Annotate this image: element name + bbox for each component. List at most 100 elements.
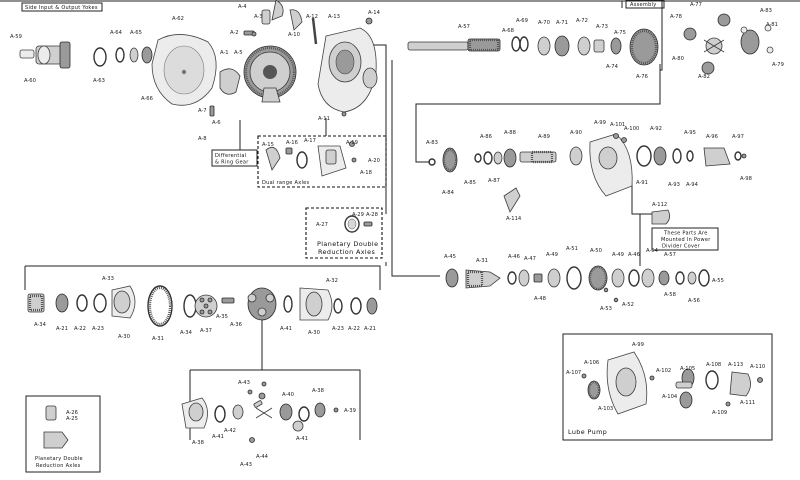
part-label: A-4 <box>238 4 247 10</box>
part-label: A-22 <box>348 326 360 332</box>
part-label: A-25 <box>66 416 78 422</box>
part-label: A-48 <box>534 296 546 302</box>
part-label: A-104 <box>662 394 678 400</box>
part-label: A-109 <box>712 410 727 416</box>
part-label: A-58 <box>664 292 676 298</box>
part-label: A-86 <box>480 134 492 140</box>
part-label: A-50 <box>590 248 602 254</box>
part-label: A-83 <box>760 8 772 14</box>
caption-boxes: Side Input & Output Yokes Assembly Diffe… <box>21 0 773 473</box>
part-label: A-10 <box>288 32 300 38</box>
part-label: A-85 <box>464 180 476 186</box>
part-label: A-77 <box>690 2 702 8</box>
top-row-parts <box>19 0 774 117</box>
part-label: A-18 <box>360 170 372 176</box>
planetary-top-parts <box>344 215 373 233</box>
part-label: A-47 <box>524 256 536 262</box>
part-label: A-20 <box>368 158 380 164</box>
part-label: A-55 <box>712 278 724 284</box>
part-label: A-52 <box>622 302 634 308</box>
dual-range-caption: Dual range Axles <box>262 180 310 186</box>
part-label: A-30 <box>308 330 320 336</box>
dual-range-parts <box>265 141 357 177</box>
part-label: A-7 <box>198 108 207 114</box>
spider-gear-set <box>683 13 774 75</box>
part-label: A-43 <box>238 380 250 386</box>
part-label: A-6 <box>212 120 221 126</box>
part-label: A-43 <box>240 462 252 468</box>
part-label: A-17 <box>304 138 316 144</box>
part-label: A-15 <box>262 142 274 148</box>
part-label: A-99 <box>632 342 644 348</box>
part-label: A-65 <box>130 30 142 36</box>
part-label: A-84 <box>442 190 455 196</box>
part-label: A-36 <box>230 322 242 328</box>
part-label: A-90 <box>570 130 582 136</box>
part-label: A-23 <box>92 326 104 332</box>
part-label: A-76 <box>636 74 648 80</box>
planetary-row-parts <box>27 285 378 327</box>
part-label: A-39 <box>344 408 356 414</box>
part-label: A-44 <box>256 454 269 460</box>
part-label: A-22 <box>74 326 86 332</box>
assembly-caption: Assembly <box>630 2 657 8</box>
part-label: A-38 <box>192 440 204 446</box>
part-label: A-88 <box>504 130 516 136</box>
part-label: A-73 <box>596 24 608 30</box>
part-label: A-41 <box>212 434 224 440</box>
part-label: A-100 <box>624 126 639 132</box>
part-label: A-34 <box>180 330 193 336</box>
part-label: A-42 <box>224 428 236 434</box>
part-label: A-82 <box>698 74 710 80</box>
part-label: A-33 <box>102 276 114 282</box>
part-label: A-5 <box>234 50 243 56</box>
part-label: A-57 <box>458 24 470 30</box>
part-label: A-41 <box>296 436 308 442</box>
part-label: A-96 <box>706 134 718 140</box>
part-label: A-63 <box>93 78 105 84</box>
part-label: A-107 <box>566 370 581 376</box>
part-label: A-40 <box>282 392 294 398</box>
part-label: A-26 <box>66 410 78 416</box>
part-label: A-11 <box>318 116 330 122</box>
part-label: A-27 <box>316 222 328 228</box>
part-label: A-13 <box>328 14 340 20</box>
part-label: A-98 <box>740 176 752 182</box>
part-label: A-91 <box>636 180 648 186</box>
axle-cover <box>151 34 217 106</box>
bottom-planetary-parts <box>43 381 339 449</box>
side-yoke <box>19 41 71 69</box>
input-shaft <box>407 38 501 52</box>
part-label: A-8 <box>198 136 207 142</box>
lube-pump-caption: Lube Pump <box>568 428 607 436</box>
part-label: A-31 <box>152 336 164 342</box>
part-label: A-108 <box>706 362 721 368</box>
part-label: A-75 <box>614 30 626 36</box>
part-label: A-21 <box>364 326 376 332</box>
part-label: A-54 <box>646 248 659 254</box>
differential-caption-2: & Ring Gear <box>215 160 249 166</box>
part-label: A-38 <box>312 388 324 394</box>
part-label: A-81 <box>766 22 778 28</box>
part-label: A-70 <box>538 20 550 26</box>
part-label: A-60 <box>24 78 36 84</box>
part-label: A-46 <box>628 252 640 258</box>
part-label: A-87 <box>488 178 500 184</box>
part-label: A-35 <box>216 314 228 320</box>
part-label: A-29 <box>352 212 364 218</box>
differential-caption-1: Differential <box>215 153 246 159</box>
part-label: A-2 <box>230 30 239 36</box>
part-label: A-114 <box>506 216 522 222</box>
planetary-top-caption-1: Planetary Double <box>317 240 378 248</box>
part-label: A-53 <box>600 306 612 312</box>
power-divider-caption-1: These Parts Are <box>663 231 708 237</box>
part-label: A-30 <box>118 334 130 340</box>
part-label: A-71 <box>556 20 568 26</box>
part-label: A-49 <box>546 252 558 258</box>
differential-carrier <box>243 45 297 103</box>
part-labels: A-59 A-60 A-63 A-64 A-65 A-62 A-66 A-1 A… <box>10 2 784 468</box>
part-label: A-102 <box>656 368 671 374</box>
part-label: A-112 <box>652 202 667 208</box>
part-label: A-78 <box>670 14 682 20</box>
